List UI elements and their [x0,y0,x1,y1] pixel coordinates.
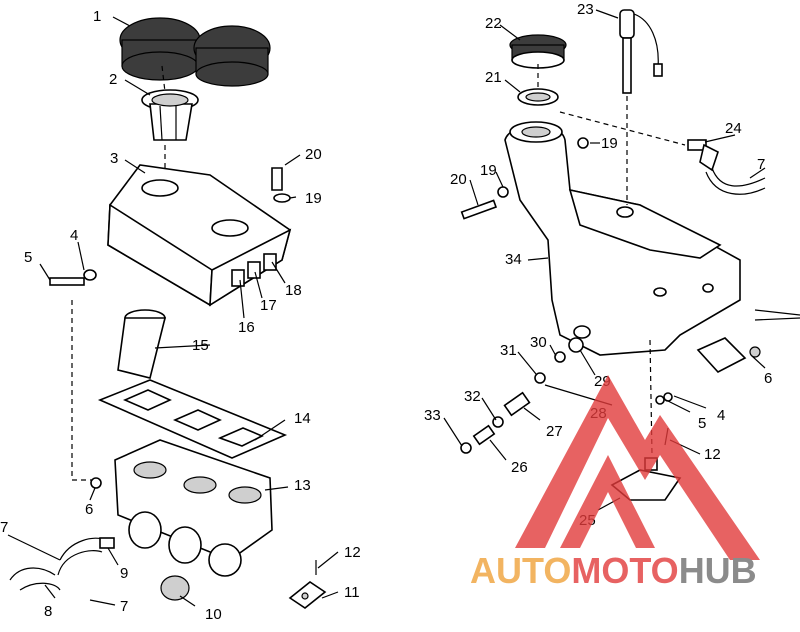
logo-moto: MOTO [571,550,678,591]
callout-18: 18 [285,282,302,299]
drain-hose [9,537,115,591]
logo-hub: HUB [679,550,757,591]
callout-11: 11 [344,584,360,601]
callout-17: 17 [260,297,277,314]
leader-lines-left [7,16,339,607]
callout-21: 21 [485,69,502,86]
callout-19c: 19 [480,162,497,179]
air-box-base [114,439,273,577]
gasket [97,379,288,459]
callout-7: 7 [0,519,8,536]
mount-bracket [288,581,327,609]
callout-27: 27 [546,423,563,440]
callout-8: 8 [44,603,52,620]
callout-13: 13 [294,477,311,494]
bolt-hardware-left [49,167,291,489]
callout-12b: 12 [704,446,721,463]
callout-32: 32 [464,388,481,405]
callout-19b: 19 [601,135,618,152]
logo-auto: AUTO [470,550,571,591]
callout-7b: 7 [120,598,128,615]
cap-seal-ring-inner [525,92,551,102]
callout-26: 26 [511,459,528,476]
triangle-logo [515,375,760,560]
callout-9: 9 [120,565,128,582]
callout-14: 14 [294,410,311,427]
callout-22: 22 [485,15,502,32]
callout-4b: 4 [717,407,725,424]
level-sender [619,9,663,94]
callout-30: 30 [530,334,547,351]
elbow-fitting [687,139,766,195]
callout-19: 19 [305,190,322,207]
callout-16: 16 [238,319,255,336]
air-box-cover [107,164,292,307]
callout-10: 10 [205,606,222,623]
callout-15: 15 [192,337,209,354]
callout-2: 2 [109,71,117,88]
callout-6b: 6 [764,370,772,387]
intake-boot [117,309,167,379]
bolt-hardware-right [460,137,673,446]
callout-24: 24 [725,120,742,137]
automotohub-logo-watermark: AUTOMOTOHUB [470,375,760,591]
callout-5: 5 [24,249,32,266]
callout-33: 33 [424,407,441,424]
callout-23: 23 [577,1,594,18]
callout-20b: 20 [450,171,467,188]
callout-7c: 7 [757,156,765,173]
callout-3: 3 [110,150,118,167]
filter-adapter [141,89,199,141]
oil-tank [504,121,741,356]
leader-lines-right [443,9,800,511]
tank-bracket [696,337,761,373]
callout-12: 12 [344,544,361,561]
grommet [160,575,190,601]
fuel-line-fittings [460,337,584,454]
callout-20: 20 [305,146,322,163]
callout-4: 4 [70,227,78,244]
air-filter-element [119,17,271,87]
callout-34: 34 [505,251,522,268]
filler-cap [509,34,567,69]
callout-1: 1 [93,8,101,25]
svg-text:AUTOMOTOHUB: AUTOMOTOHUB [470,550,757,591]
callout-5b: 5 [698,415,706,432]
callout-6: 6 [85,501,93,518]
callout-31: 31 [500,342,517,359]
